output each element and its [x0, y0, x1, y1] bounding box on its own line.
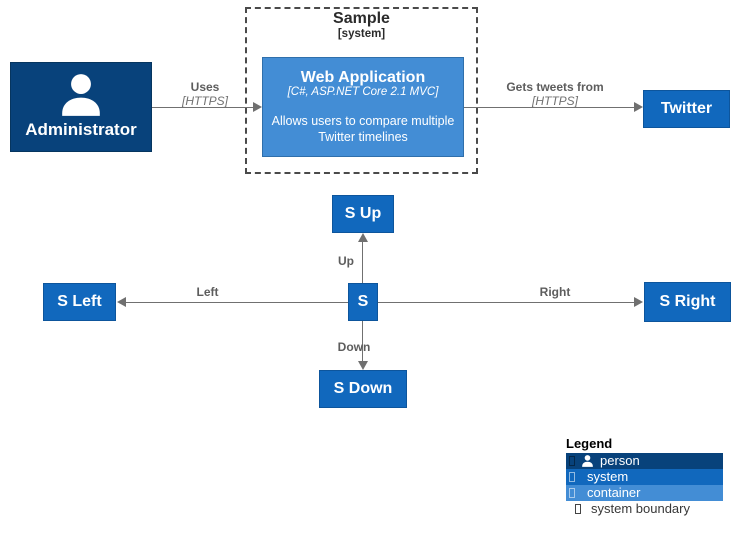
missing-glyph-icon [569, 488, 575, 498]
arrowhead-right-icon [253, 102, 262, 112]
system-boundary-header: Sample [system] [245, 10, 478, 42]
node-label: Twitter [660, 100, 713, 117]
edge-label-text: Left [196, 285, 219, 299]
node-s-left[interactable]: S Left [43, 283, 116, 321]
system-boundary-box [245, 7, 478, 174]
edge-left-line [126, 302, 348, 303]
arrowhead-right-icon [634, 297, 643, 307]
legend: Legend person system container system bo… [566, 436, 723, 517]
node-description: Allows users to compare multiple Twitter… [271, 113, 455, 145]
legend-item-label: system boundary [591, 501, 690, 516]
edge-technology-text: [HTTPS] [181, 93, 228, 108]
edge-uses-line [152, 107, 255, 108]
arrowhead-left-icon [117, 297, 126, 307]
person-icon [62, 74, 100, 116]
missing-glyph-icon [569, 472, 575, 482]
node-label: S Up [344, 205, 382, 222]
node-title: Web Application [300, 68, 426, 86]
legend-item-label: container [587, 485, 641, 500]
node-twitter[interactable]: Twitter [643, 90, 730, 128]
node-s-right[interactable]: S Right [644, 282, 731, 322]
missing-glyph-icon [569, 456, 575, 466]
node-web-application[interactable]: Web Application [C#, ASP.NET Core 2.1 MV… [262, 57, 464, 157]
edge-label-text: Up [338, 254, 354, 268]
edge-label-text: Right [539, 285, 571, 299]
edge-label-text: Uses [190, 80, 220, 94]
edge-gets-tweets-label: Gets tweets from [HTTPS] [485, 80, 625, 109]
legend-item-system: system [566, 469, 723, 485]
boundary-title: Sample [333, 10, 390, 27]
edge-up-line [362, 241, 363, 283]
edge-left-label: Left [185, 285, 230, 300]
legend-item-container: container [566, 485, 723, 501]
legend-item-person: person [566, 453, 723, 469]
legend-item-label: system [587, 469, 629, 484]
edge-right-label: Right [532, 285, 578, 300]
node-technology: [C#, ASP.NET Core 2.1 MVC] [287, 86, 439, 99]
legend-item-system-boundary: system boundary [566, 501, 723, 517]
edge-down-line [362, 321, 363, 362]
edge-technology-text: [HTTPS] [531, 93, 578, 108]
edge-label-text: Down [337, 340, 371, 354]
missing-glyph-icon [575, 504, 581, 514]
legend-title: Legend [566, 436, 613, 451]
legend-item-label: person [600, 453, 640, 468]
node-label: S [357, 293, 369, 310]
edge-label-text: Gets tweets from [506, 80, 604, 94]
person-icon [582, 455, 593, 467]
node-administrator[interactable]: Administrator [10, 62, 152, 152]
edge-right-line [378, 302, 635, 303]
arrowhead-down-icon [358, 361, 368, 370]
edge-gets-tweets-line [464, 107, 635, 108]
node-label: S Left [57, 293, 102, 310]
node-label: S Down [333, 380, 393, 397]
node-s-up[interactable]: S Up [332, 195, 394, 233]
node-s[interactable]: S [348, 283, 378, 321]
edge-up-label: Up [334, 254, 358, 269]
node-label: S Right [659, 293, 716, 310]
arrowhead-right-icon [634, 102, 643, 112]
arrowhead-up-icon [358, 233, 368, 242]
boundary-subtitle: [system] [337, 28, 386, 41]
node-label: Administrator [25, 120, 137, 139]
edge-uses-label: Uses [HTTPS] [160, 80, 250, 109]
edge-down-label: Down [331, 340, 377, 355]
node-s-down[interactable]: S Down [319, 370, 407, 408]
